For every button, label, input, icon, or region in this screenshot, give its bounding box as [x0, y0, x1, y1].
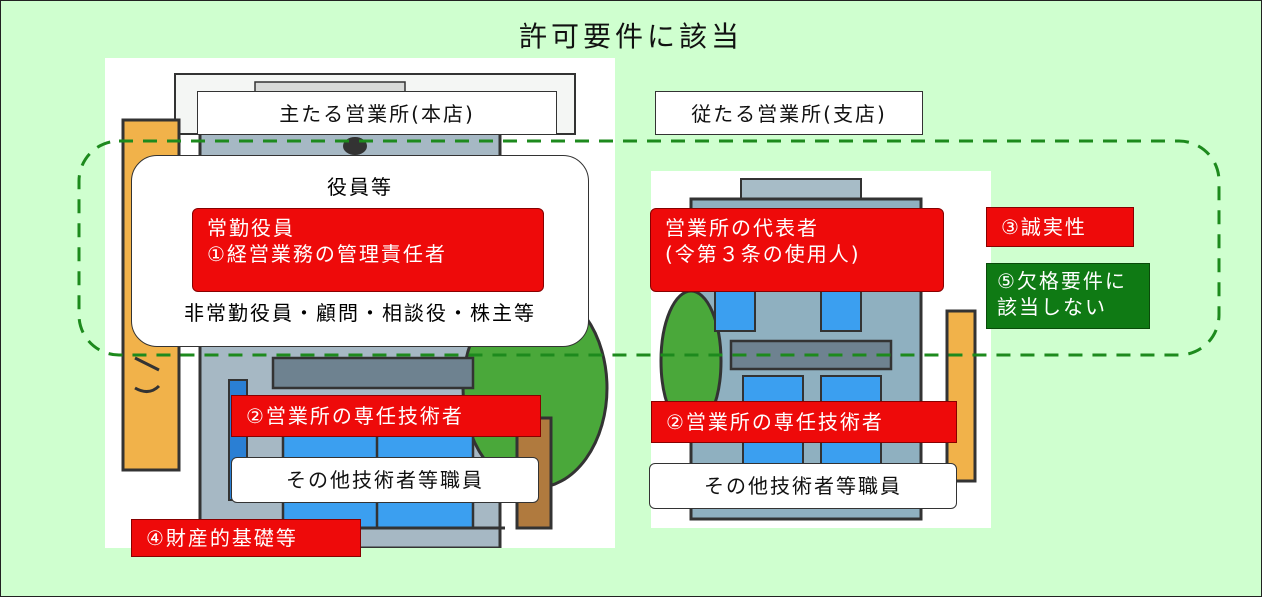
branch-office-label: 従たる営業所(支店) — [655, 91, 923, 135]
non-full-time-officers-label: 非常勤役員・顧問・相談役・株主等 — [184, 301, 536, 325]
full-time-officer-box: 常勤役員 ①経営業務の管理責任者 — [192, 208, 544, 292]
branch-representative-box: 営業所の代表者 (令第３条の使用人) — [650, 208, 944, 292]
branch-representative-label: 営業所の代表者 — [665, 216, 819, 240]
sincerity-box: ③誠実性 — [986, 207, 1134, 247]
main-other-staff-box: その他技術者等職員 — [231, 457, 539, 503]
main-dedicated-engineer-box: ②営業所の専任技術者 — [231, 395, 541, 437]
disqualification-line2: 該当しない — [997, 295, 1107, 319]
branch-dedicated-engineer-box: ②営業所の専任技術者 — [651, 401, 957, 443]
financial-base-box: ④財産的基礎等 — [131, 519, 361, 557]
officers-group: 役員等 常勤役員 ①経営業務の管理責任者 非常勤役員・顧問・相談役・株主等 — [131, 155, 589, 347]
branch-other-staff-box: その他技術者等職員 — [649, 463, 957, 509]
officers-heading: 役員等 — [327, 175, 393, 199]
requirement-group-outline — [77, 139, 1221, 357]
disqualification-line1: ⑤欠格要件に — [997, 269, 1127, 293]
diagram-title: 許可要件に該当 — [518, 20, 743, 53]
business-manager-label: ①経営業務の管理責任者 — [207, 242, 447, 266]
main-office-label: 主たる営業所(本店) — [197, 91, 557, 135]
ordinance-article3-label: (令第３条の使用人) — [665, 242, 861, 266]
full-time-officer-label: 常勤役員 — [207, 216, 295, 240]
disqualification-box: ⑤欠格要件に 該当しない — [986, 263, 1150, 329]
